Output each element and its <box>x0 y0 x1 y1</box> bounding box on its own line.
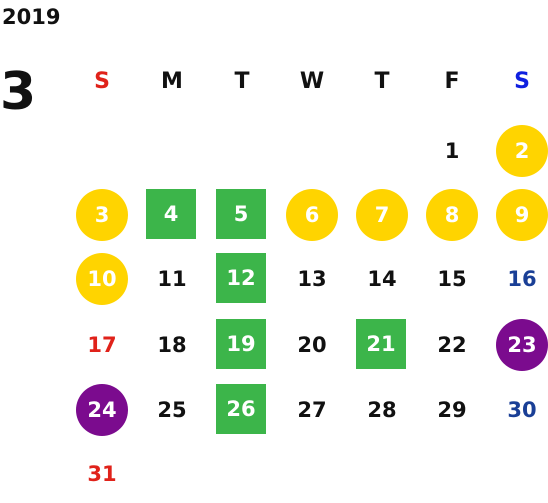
day-11[interactable]: 11 <box>157 267 187 291</box>
day-16[interactable]: 16 <box>507 267 537 291</box>
day-20[interactable]: 20 <box>297 333 327 357</box>
day-23[interactable]: 23 <box>496 319 548 371</box>
calendar-month: 3 <box>0 62 37 122</box>
day-30[interactable]: 30 <box>507 398 537 422</box>
day-18[interactable]: 18 <box>157 333 187 357</box>
calendar-year: 2019 <box>2 5 61 29</box>
day-31[interactable]: 31 <box>87 462 117 486</box>
weekday-header-mon: M <box>161 68 183 94</box>
day-21[interactable]: 21 <box>356 319 406 369</box>
day-13[interactable]: 13 <box>297 267 327 291</box>
day-10[interactable]: 10 <box>76 253 128 305</box>
weekday-header-sat: S <box>514 68 530 94</box>
day-14[interactable]: 14 <box>367 267 397 291</box>
weekday-header-thu: T <box>374 68 390 94</box>
day-8[interactable]: 8 <box>426 189 478 241</box>
day-5[interactable]: 5 <box>216 189 266 239</box>
weekday-header-wed: W <box>299 68 325 94</box>
day-29[interactable]: 29 <box>437 398 467 422</box>
weekday-header-tue: T <box>234 68 250 94</box>
day-26[interactable]: 26 <box>216 384 266 434</box>
day-1[interactable]: 1 <box>444 139 460 163</box>
day-4[interactable]: 4 <box>146 189 196 239</box>
day-6[interactable]: 6 <box>286 189 338 241</box>
day-25[interactable]: 25 <box>157 398 187 422</box>
day-19[interactable]: 19 <box>216 319 266 369</box>
day-2[interactable]: 2 <box>496 125 548 177</box>
day-12[interactable]: 12 <box>216 253 266 303</box>
day-3[interactable]: 3 <box>76 189 128 241</box>
day-24[interactable]: 24 <box>76 384 128 436</box>
day-27[interactable]: 27 <box>297 398 327 422</box>
day-7[interactable]: 7 <box>356 189 408 241</box>
day-15[interactable]: 15 <box>437 267 467 291</box>
day-22[interactable]: 22 <box>437 333 467 357</box>
day-28[interactable]: 28 <box>367 398 397 422</box>
weekday-header-fri: F <box>444 68 460 94</box>
day-17[interactable]: 17 <box>87 333 117 357</box>
day-9[interactable]: 9 <box>496 189 548 241</box>
weekday-header-sun: S <box>94 68 110 94</box>
